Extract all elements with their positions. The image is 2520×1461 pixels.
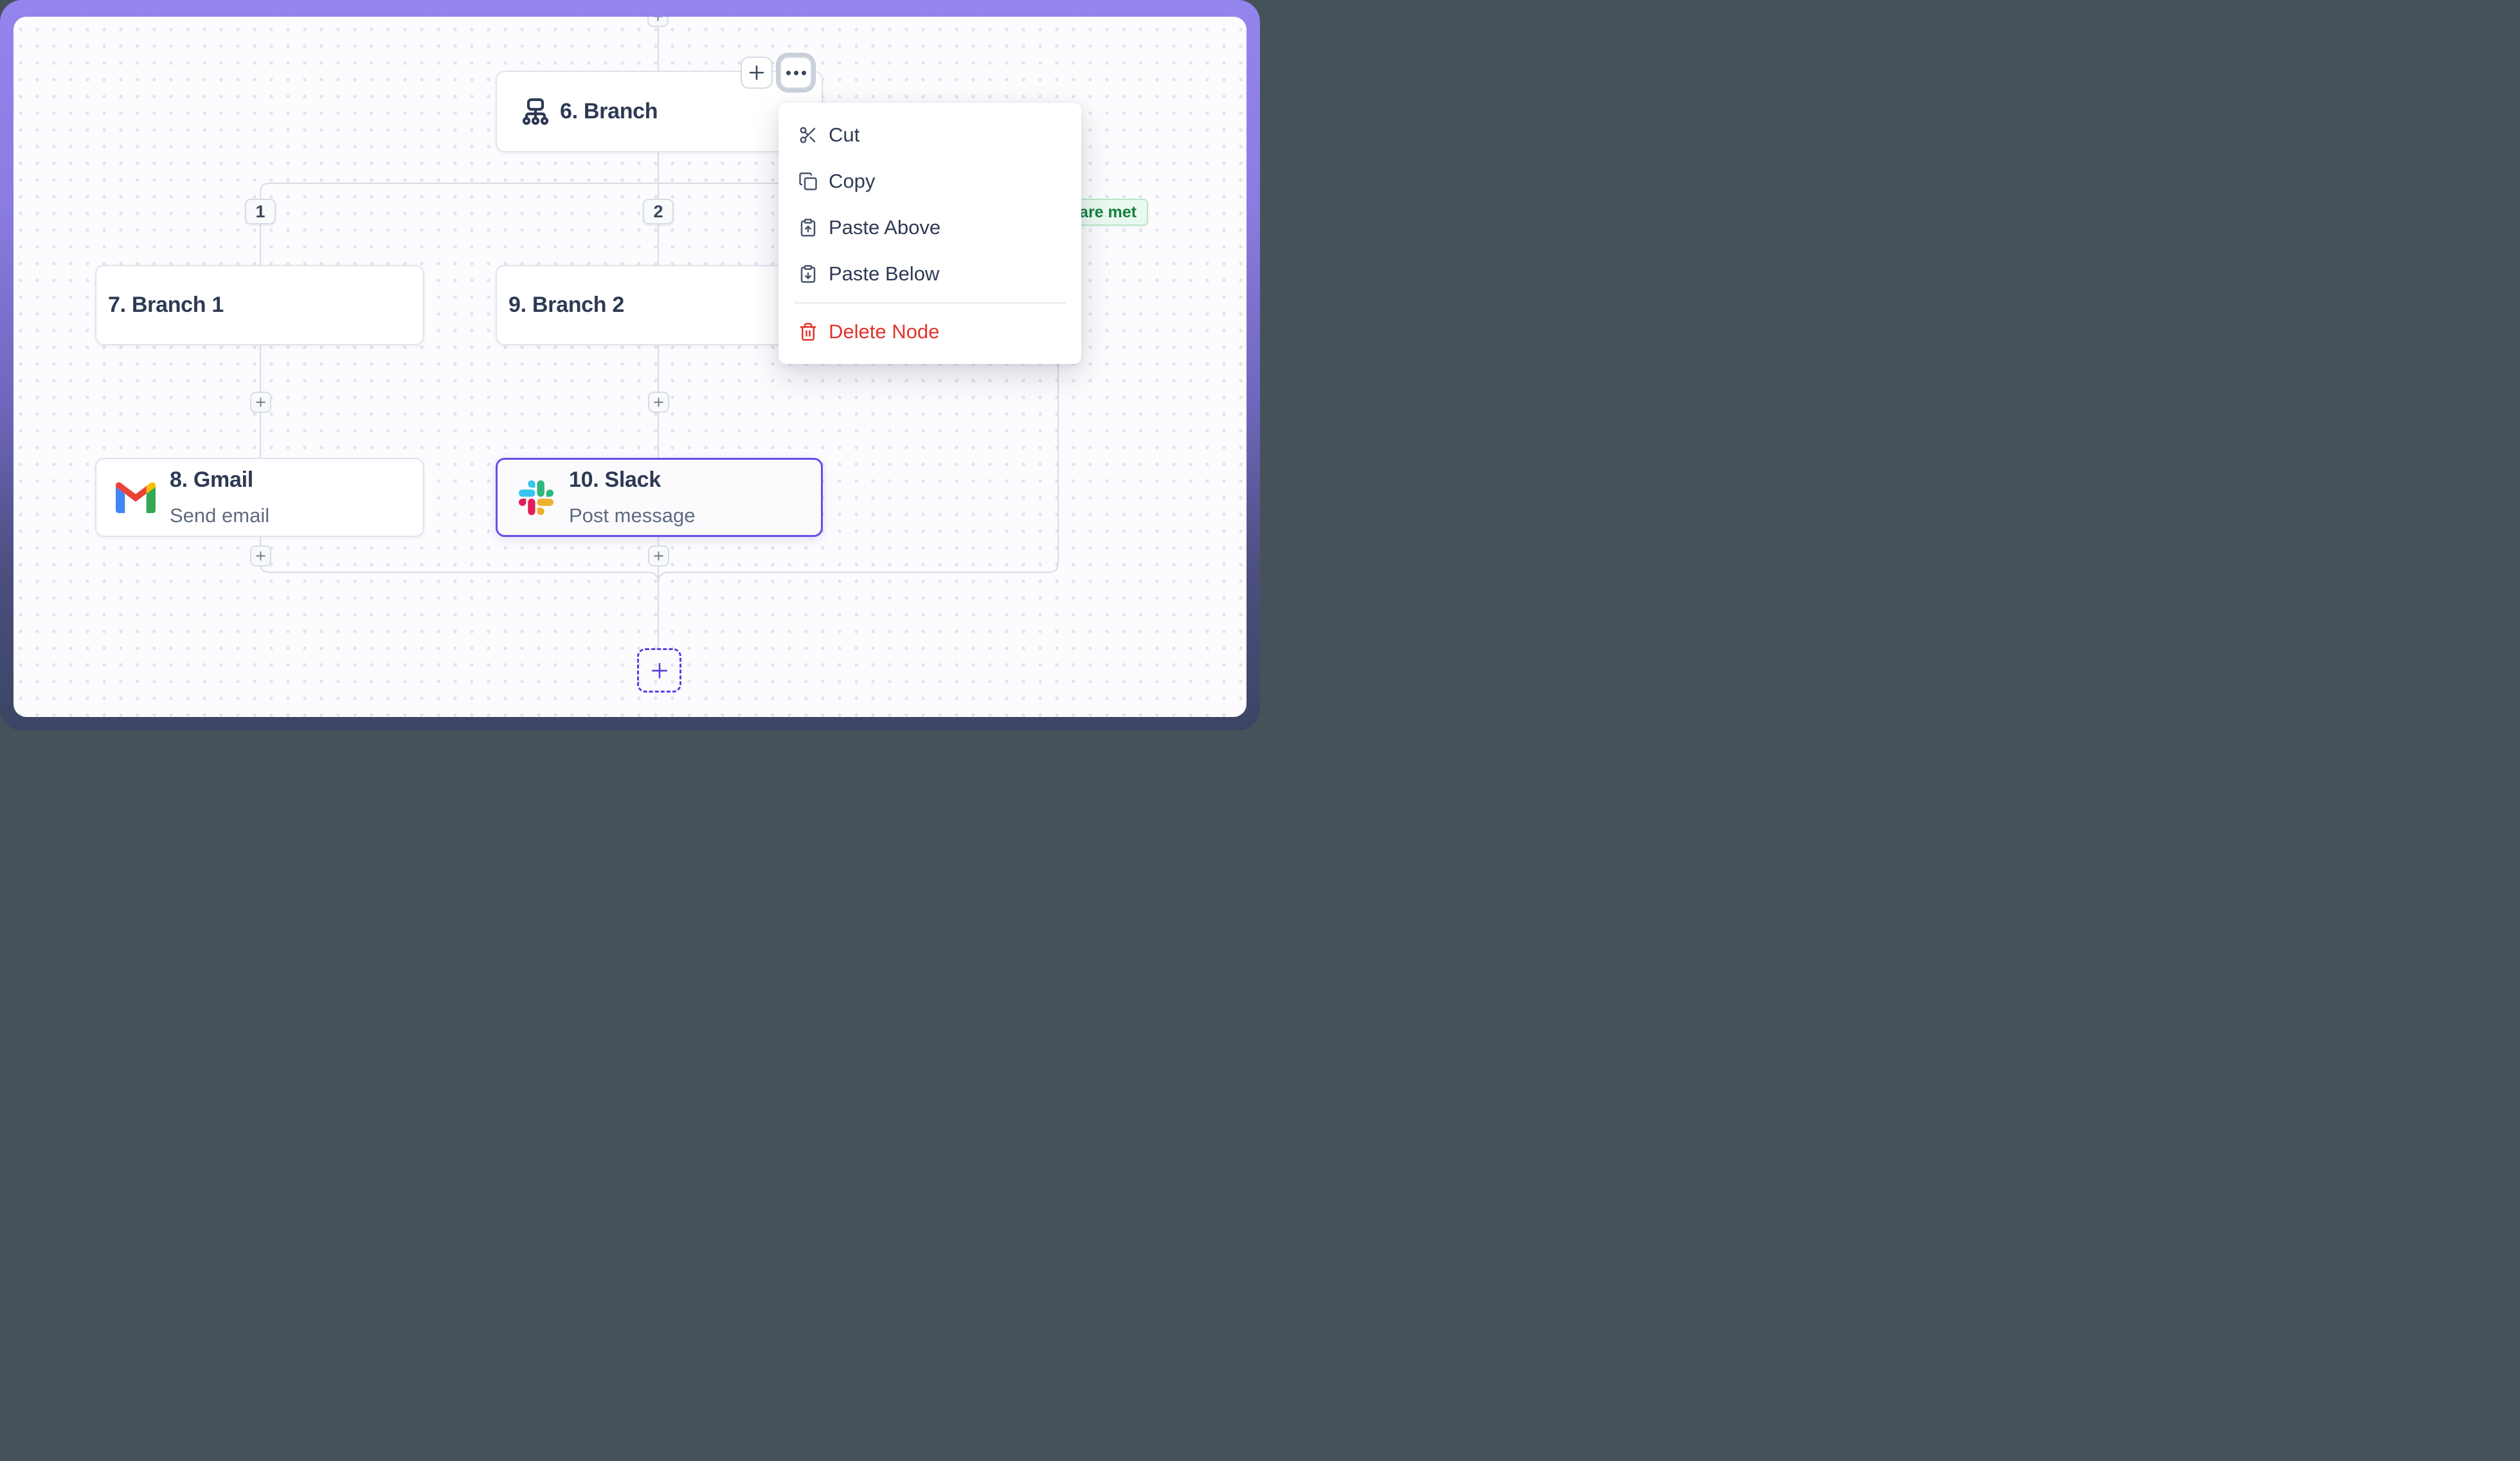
- node-slack[interactable]: 10. Slack Post message: [496, 458, 823, 537]
- menu-item-paste-below[interactable]: Paste Below: [779, 251, 1081, 297]
- node-title: 9. Branch 2: [509, 293, 624, 317]
- node-title: 10. Slack: [569, 467, 661, 492]
- condition-badge-text: are met: [1079, 203, 1137, 221]
- plus-icon: [255, 396, 267, 408]
- node-branch[interactable]: 6. Branch: [496, 71, 823, 152]
- node-title: 6. Branch: [560, 99, 658, 123]
- sitemap-icon: [520, 96, 551, 127]
- node-subtitle: Send email: [170, 504, 270, 527]
- add-step-button[interactable]: [250, 392, 271, 413]
- menu-item-label: Paste Above: [829, 216, 941, 239]
- add-node-button[interactable]: [741, 57, 773, 89]
- plus-icon: [649, 660, 670, 681]
- menu-item-paste-above[interactable]: Paste Above: [779, 204, 1081, 251]
- add-step-button[interactable]: [250, 545, 271, 567]
- context-menu: Cut Copy Paste Above: [779, 103, 1081, 364]
- menu-item-label: Paste Below: [829, 262, 940, 285]
- node-gmail[interactable]: 8. Gmail Send email: [95, 458, 424, 537]
- clipboard-arrow-up-icon: [798, 217, 818, 238]
- plus-icon: [747, 63, 766, 82]
- menu-item-label: Cut: [829, 123, 860, 146]
- plus-icon: [652, 550, 665, 562]
- node-title: 8. Gmail: [170, 467, 253, 492]
- slack-icon: [519, 480, 554, 515]
- add-step-button[interactable]: [648, 545, 669, 567]
- menu-item-cut[interactable]: Cut: [779, 112, 1081, 158]
- clipboard-arrow-down-icon: [798, 264, 818, 284]
- branch-label-text: 2: [653, 201, 663, 221]
- menu-item-copy[interactable]: Copy: [779, 158, 1081, 204]
- branch-label-text: 1: [255, 201, 266, 221]
- gmail-icon: [116, 482, 156, 513]
- menu-item-delete-node[interactable]: Delete Node: [779, 309, 1081, 355]
- workflow-canvas[interactable]: 6. Branch 1 2 are met 7. Branch 1 9. Bra: [14, 17, 1246, 717]
- add-node-dashed-button[interactable]: [637, 648, 681, 693]
- scissors-icon: [798, 125, 818, 145]
- plus-icon: [255, 550, 267, 562]
- node-branch-2[interactable]: 9. Branch 2: [496, 265, 823, 345]
- node-title: 7. Branch 1: [108, 293, 224, 317]
- branch-2-label: 2: [643, 199, 674, 224]
- copy-icon: [798, 171, 818, 192]
- plus-icon: [652, 17, 664, 23]
- node-branch-1[interactable]: 7. Branch 1: [95, 265, 424, 345]
- menu-item-label: Copy: [829, 170, 876, 192]
- more-actions-button[interactable]: [780, 57, 812, 89]
- ellipsis-icon: [786, 70, 806, 75]
- branch-1-label: 1: [245, 199, 276, 224]
- menu-divider: [794, 302, 1066, 304]
- trash-icon: [798, 322, 818, 342]
- menu-item-label: Delete Node: [829, 320, 940, 343]
- add-step-button[interactable]: [648, 392, 669, 413]
- node-subtitle: Post message: [569, 504, 696, 527]
- plus-icon: [652, 396, 665, 408]
- app-frame: 6. Branch 1 2 are met 7. Branch 1 9. Bra: [0, 0, 1260, 730]
- add-step-above-button[interactable]: [647, 17, 669, 27]
